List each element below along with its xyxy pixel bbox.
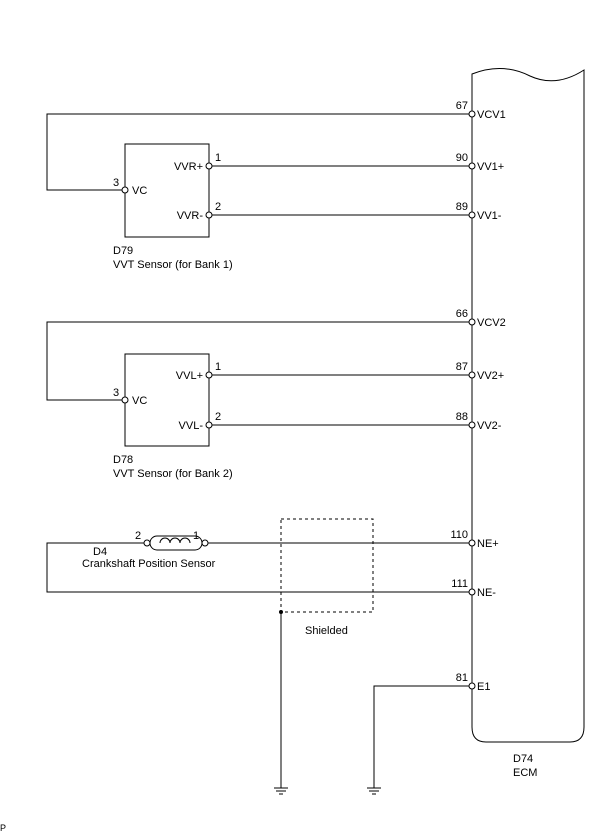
sensor1-name: VVT Sensor (for Bank 1) [113,259,233,271]
sensor2-minus-label: VVL- [179,420,204,432]
wire-ne-minus [46,542,472,593]
pin-vvl-plus [205,371,213,379]
ecm-pin-number: 87 [456,361,468,373]
ground-icon [274,787,288,795]
sensor2-minus-pin-number: 2 [215,411,221,423]
sensor2-vc-pin-number: 3 [113,387,119,399]
sensor1-minus-pin-number: 2 [215,201,221,213]
crank-pin-right-number: 1 [193,530,199,542]
crank-pin-left-number: 2 [135,530,141,542]
ecm-pin-name: VV1+ [477,161,504,173]
ecm-pin-name: VCV1 [477,109,506,121]
sensor1-connector-id: D79 [113,245,133,257]
ecm-pin-name: NE+ [477,538,499,550]
ecm-pin-name: VCV2 [477,317,506,329]
shield-junction-dot [279,610,283,614]
pin-crank-2 [143,539,151,547]
crank-connector-id: D4 [93,546,107,558]
crank-sensor-coil-icon [159,537,191,544]
ecm-pin-number: 67 [456,100,468,112]
ecm-pin-name: VV2+ [477,370,504,382]
ecm-pin-name: NE- [477,587,496,599]
ecm-name: ECM [513,767,537,779]
sensor1-vc-pin-number: 3 [113,177,119,189]
sensor2-vc-label: VC [132,395,147,407]
ecm-connector-id: D74 [513,753,533,765]
pin-vc-bank1 [121,186,129,194]
ecm-pin-name: E1 [477,681,490,693]
ecm-pin-number: 111 [451,578,468,590]
ecm-pin-number: 90 [456,152,468,164]
sensor2-name: VVT Sensor (for Bank 2) [113,468,233,480]
pin-vc-bank2 [121,396,129,404]
shielded-label: Shielded [305,625,348,637]
sensor1-plus-label: VVR+ [174,161,203,173]
pin-vvr-minus [205,211,213,219]
wire-vcv1 [46,113,472,191]
sensor2-plus-label: VVL+ [176,370,203,382]
shield-box [280,518,374,613]
ecm-pin-name: VV2- [477,420,502,432]
ecm-terminal-circles [468,110,476,690]
ecm-pin-number: 88 [456,411,468,423]
wire-e1 [373,685,472,788]
ecm-pin-number: 66 [456,308,468,320]
sensor1-plus-pin-number: 1 [215,152,221,164]
crank-sensor-name: Crankshaft Position Sensor [82,558,216,570]
ecm-pin-number: 89 [456,201,468,213]
ecm-body [471,68,585,743]
ecm-pin-number: 81 [456,672,468,684]
ecm-pin-name: VV1- [477,210,502,222]
sensor2-connector-id: D78 [113,454,133,466]
corner-mark: P [0,823,6,833]
sensor1-vc-label: VC [132,185,147,197]
sensor1-minus-label: VVR- [177,210,204,222]
pin-vvl-minus [205,421,213,429]
ecm-pin-number: 110 [450,529,468,541]
pin-vvr-plus [205,162,213,170]
ground-icon [367,787,381,795]
pin-crank-1 [201,539,209,547]
wire-vcv2 [46,321,472,401]
sensor2-plus-pin-number: 1 [215,361,221,373]
